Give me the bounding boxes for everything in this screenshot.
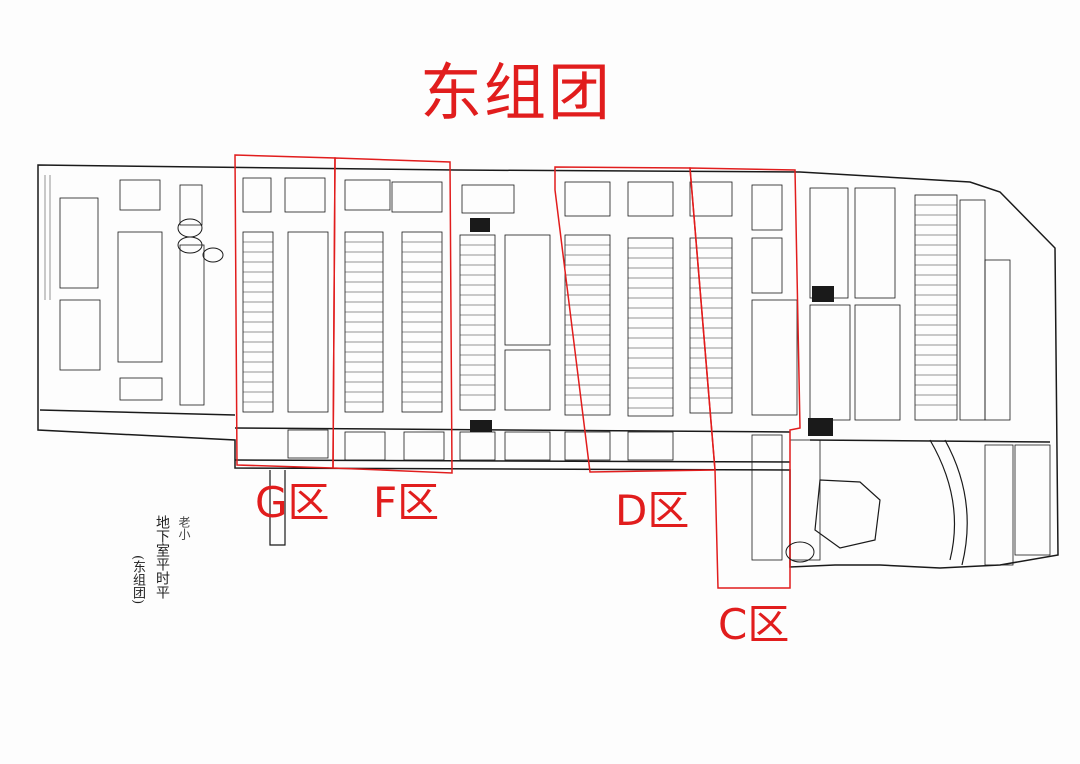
zone-outlines [234,154,801,589]
plan-caption: 地下室平时平 [154,515,170,599]
zone-label-c: C区 [718,600,790,649]
zone-label-d: D区 [615,486,690,535]
plan-outline [37,164,1059,569]
hand-marks [177,218,815,563]
curved-ramp [269,439,968,566]
parking-stall-rows [59,177,1051,566]
zone-d-outline [554,166,716,473]
zone-c-outline [689,167,801,589]
plan-subcaption: (东组团) [130,555,145,605]
stall-dividers [44,175,957,409]
zone-f-outline [332,157,453,474]
handwritten-note: 老小 [177,516,191,540]
zone-label-g: G区 [255,478,330,527]
stair-cores [470,218,834,436]
zone-label-f: F区 [373,478,440,527]
page-title: 东组团 [420,56,613,129]
